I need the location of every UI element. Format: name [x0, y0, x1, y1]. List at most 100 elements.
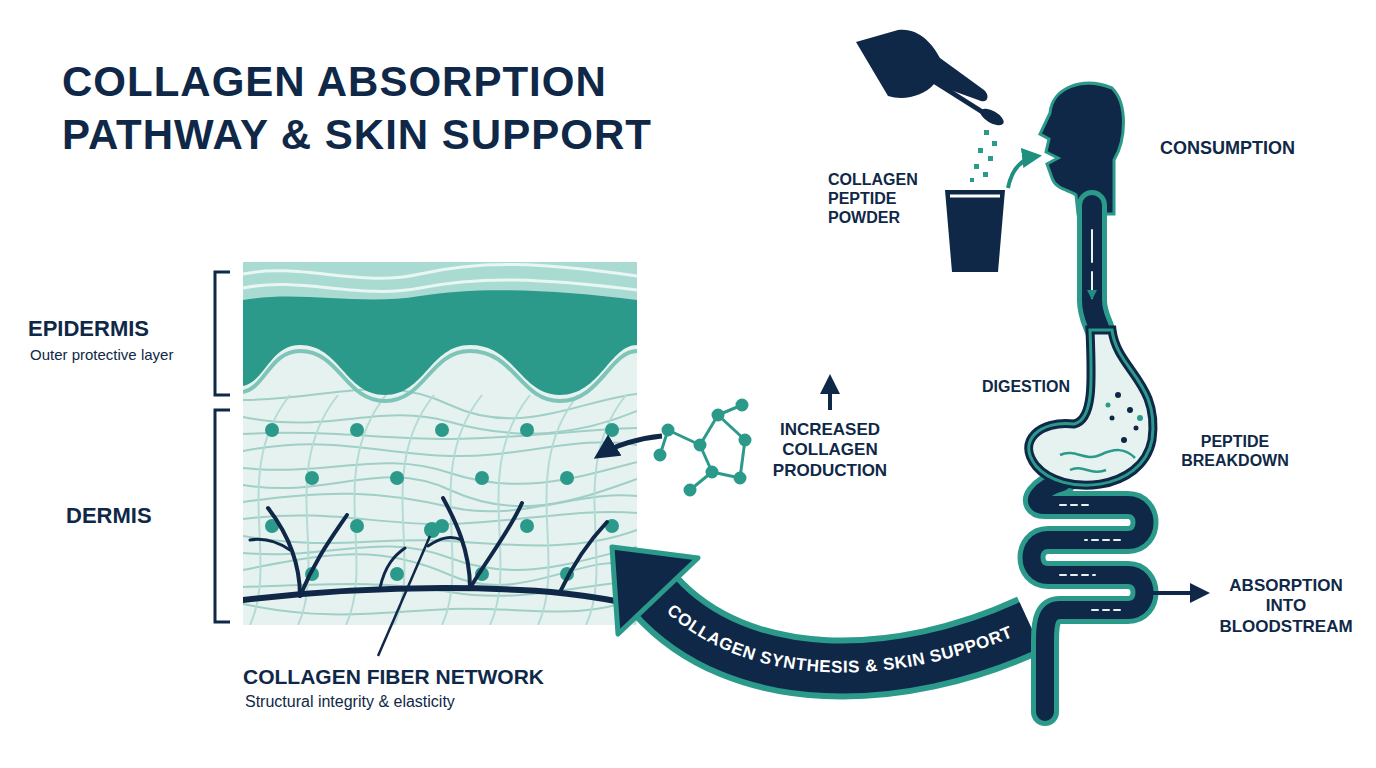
stomach	[1110, 416, 1115, 421]
powder-dots	[970, 130, 997, 182]
powder-dots	[984, 130, 989, 135]
part-note: Structural integrity & elasticity	[245, 692, 605, 711]
digestive-tract	[1092, 205, 1102, 338]
blood-vessels	[560, 522, 607, 592]
fiber-dots	[305, 471, 319, 485]
stomach	[1110, 392, 1139, 443]
blood-vessels	[250, 539, 290, 550]
absorption-arrow	[1152, 591, 1206, 595]
stomach	[1106, 403, 1144, 422]
stomach	[1029, 330, 1153, 485]
arrow-text: COLLAGEN SYNTHESIS & SKIN SUPPORT	[663, 601, 1015, 677]
step-label: ABSORPTION INTO BLOODSTREAM	[1212, 576, 1360, 637]
layer-brackets	[215, 410, 230, 622]
effect-label: INCREASED COLLAGEN PRODUCTION	[762, 420, 898, 481]
blood-vessels	[470, 503, 522, 588]
stomach	[1121, 437, 1127, 443]
epidermis-waves	[243, 264, 637, 291]
stomach	[1137, 415, 1143, 421]
network-icon	[707, 467, 717, 477]
network-icon	[740, 435, 750, 445]
fiber-dots	[265, 423, 279, 437]
stomach	[1029, 330, 1153, 485]
powder-dots	[988, 156, 993, 161]
stomach	[1127, 407, 1133, 413]
digestive-tract	[1032, 482, 1145, 712]
network-icon	[713, 410, 723, 420]
fiber-dots	[390, 567, 404, 581]
synthesis-arrow: COLLAGEN SYNTHESIS & SKIN SUPPORT	[612, 547, 1030, 677]
network-icon	[735, 473, 745, 483]
hand-spoon	[856, 30, 1006, 129]
digestive-tract	[1060, 505, 1120, 610]
powder-dots	[992, 141, 997, 146]
fiber-dots	[520, 423, 534, 437]
fiber-lines	[243, 389, 637, 418]
layer-label: EPIDERMIS	[28, 316, 208, 342]
hand-spoon	[978, 105, 1007, 128]
fiber-lines	[243, 389, 637, 625]
skin-section	[243, 262, 637, 625]
stomach	[1106, 403, 1111, 408]
blood-vessels	[243, 498, 637, 605]
fiber-dots	[605, 423, 619, 437]
glass	[950, 195, 1000, 198]
drink-arrow	[1008, 156, 1038, 188]
stomach	[1060, 450, 1135, 458]
fiber-dots	[390, 471, 404, 485]
fiber-lines	[243, 442, 637, 456]
blood-vessels	[428, 538, 462, 546]
stomach	[1134, 426, 1139, 431]
diagram-title: COLLAGEN ABSORPTION PATHWAY & SKIN SUPPO…	[62, 56, 822, 161]
epidermis-layer	[243, 290, 637, 395]
skin-section	[243, 262, 637, 625]
network-icon	[685, 485, 695, 495]
network-icon	[655, 400, 750, 495]
step-label: CONSUMPTION	[1160, 138, 1330, 160]
glass	[945, 190, 1005, 272]
fiber-dots	[350, 423, 364, 437]
hand-spoon	[856, 30, 988, 102]
blood-vessels	[300, 515, 347, 596]
fiber-dots	[435, 423, 449, 437]
fiber-lines	[243, 494, 637, 512]
hand-spoon	[935, 82, 984, 113]
part-label: COLLAGEN FIBER NETWORK	[243, 664, 603, 689]
step-label: DIGESTION	[966, 377, 1070, 396]
powder-dots	[974, 164, 979, 169]
up-arrow	[828, 378, 832, 410]
arrow-label: COLLAGEN SYNTHESIS & SKIN SUPPORT	[663, 601, 1015, 677]
digestive-tract	[1092, 205, 1102, 338]
network-icon	[655, 450, 665, 460]
powder-dots	[970, 178, 974, 182]
step-label: PEPTIDE BREAKDOWN	[1176, 432, 1294, 470]
fiber-lines	[243, 462, 637, 484]
network-icon	[663, 425, 673, 435]
powder-dots	[978, 148, 983, 153]
layer-brackets	[215, 272, 230, 395]
layer-label: DERMIS	[66, 503, 206, 529]
digestive-tract	[1032, 482, 1145, 712]
layer-brackets	[215, 272, 230, 622]
leader-dot	[424, 522, 440, 538]
epidermis-waves	[243, 280, 637, 292]
epidermis-waves	[243, 264, 637, 278]
epidermis-edge	[243, 351, 637, 401]
layer-note: Outer protective layer	[30, 346, 210, 364]
stomach	[1029, 330, 1153, 485]
leader-line	[378, 536, 430, 656]
blood-vessels	[443, 498, 470, 588]
fiber-dots	[475, 471, 489, 485]
fiber-dots	[560, 471, 574, 485]
powder-label: COLLAGEN PEPTIDE POWDER	[828, 170, 940, 228]
network-icon	[695, 440, 705, 450]
blood-vessels	[268, 508, 300, 596]
stomach	[1070, 468, 1106, 471]
glass	[945, 190, 1005, 272]
into-skin-arrow	[598, 436, 662, 456]
network-icon	[737, 400, 747, 410]
fiber-dots	[520, 519, 534, 533]
fiber-dots	[350, 519, 364, 533]
digestive-tract	[1091, 230, 1093, 298]
powder-dots	[983, 172, 988, 177]
